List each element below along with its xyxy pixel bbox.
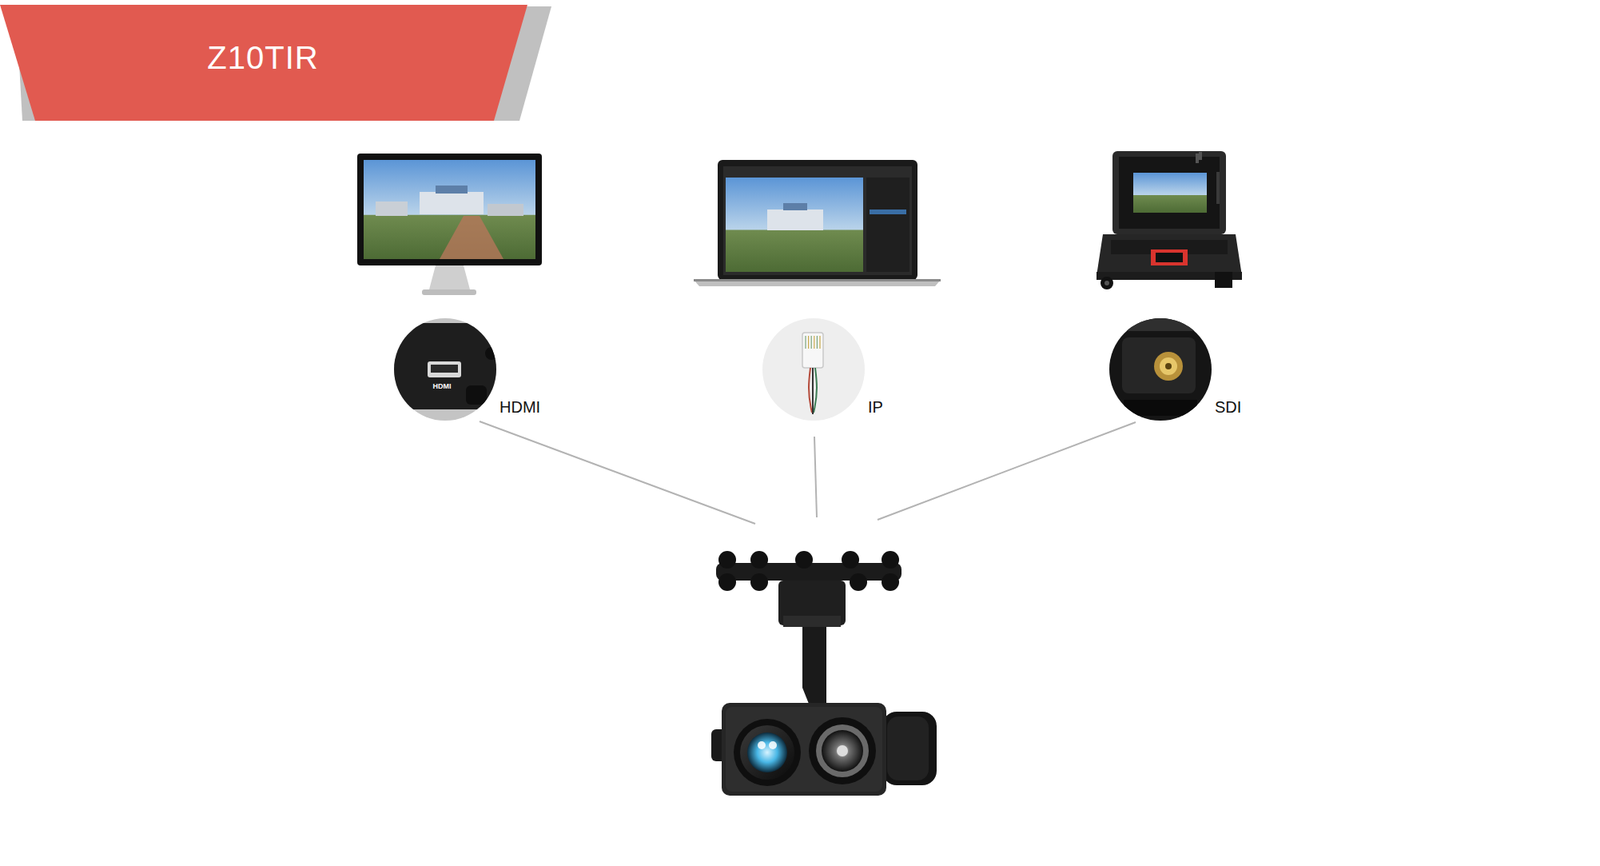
connector-circle: SDI	[1107, 316, 1214, 422]
connector-photo	[760, 316, 867, 422]
port-print: HDMI	[433, 382, 452, 391]
interface-label: IP	[867, 398, 884, 415]
connector-photo	[392, 316, 498, 422]
interface-label: SDI	[1214, 398, 1242, 415]
connector-circle: HDMI	[392, 316, 498, 422]
connector-photo	[1107, 316, 1214, 422]
interface-label: HDMI	[499, 398, 541, 415]
connector-circle: IP	[760, 316, 867, 422]
banner-title: Z10TIR	[206, 41, 319, 74]
